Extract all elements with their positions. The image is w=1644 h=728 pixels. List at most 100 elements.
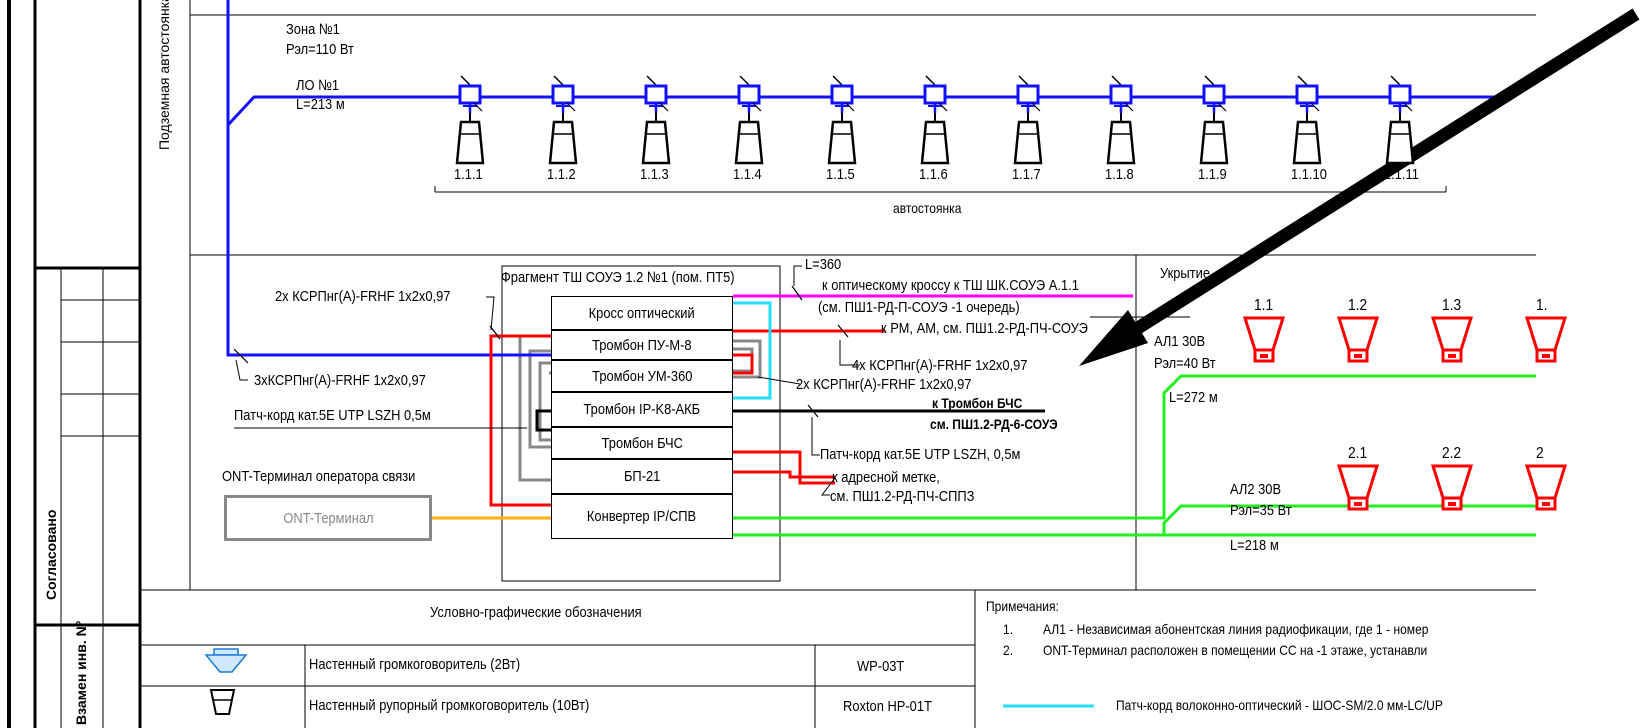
label-cable-4x: 4х КСРПнг(А)-FRHF 1х2х0,97 bbox=[852, 357, 1028, 374]
al2-speaker bbox=[1430, 464, 1474, 511]
zone-speaker bbox=[1385, 75, 1415, 165]
al1-speaker-label: 1. bbox=[1536, 297, 1548, 314]
al2-length: L=218 м bbox=[1230, 537, 1279, 554]
area-label: автостоянка bbox=[893, 200, 962, 216]
zone-speaker-label: 1.1.10 bbox=[1291, 166, 1327, 183]
cyan-line bbox=[733, 301, 772, 400]
label-ont-title: ONT-Терминал оператора связи bbox=[222, 468, 416, 485]
legend-title: Условно-графические обозначения bbox=[430, 604, 642, 621]
al2-speaker-label: 2 bbox=[1536, 445, 1544, 462]
cabinet-module-label: Тромбон IP-K8-АКБ bbox=[583, 401, 701, 418]
al2-power: Рэл=35 Вт bbox=[1230, 502, 1292, 519]
zone-speaker-label: 1.1.4 bbox=[733, 166, 762, 183]
blue-line bbox=[226, 0, 1510, 357]
black-patch bbox=[535, 409, 1045, 432]
zone-speaker-label: 1.1.11 bbox=[1384, 166, 1419, 183]
legend-wall-speaker-icon bbox=[204, 648, 248, 673]
note-2-num: 2. bbox=[1003, 642, 1014, 658]
label-l360: L=360 bbox=[805, 256, 842, 273]
zone-speaker bbox=[734, 75, 764, 165]
inv-label: Взамен инв. N° bbox=[73, 620, 89, 725]
cabinet-module: Тромбон ПУ-М-8 bbox=[551, 330, 733, 360]
zone-speaker-label: 1.1.6 bbox=[919, 166, 948, 183]
zone-speaker bbox=[1013, 75, 1043, 165]
cabinet-module-label: Кросс оптический bbox=[588, 304, 696, 322]
al1-power: Рэл=40 Вт bbox=[1154, 355, 1216, 372]
al1-speaker bbox=[1336, 316, 1380, 363]
zone-speaker-label: 1.1.9 bbox=[1198, 166, 1227, 183]
cabinet-title: Фрагмент ТШ СОУЭ 1.2 №1 (пом. ПТ5) bbox=[501, 269, 735, 286]
fiber-patch-note: Патч-корд волоконно-оптический - ШОС-SM/… bbox=[1116, 697, 1443, 713]
al2-speaker-label: 2.2 bbox=[1442, 445, 1462, 462]
soglasovano-label: Согласовано bbox=[43, 509, 59, 600]
note-1-num: 1. bbox=[1003, 621, 1014, 637]
cabinet-module: Кросс оптический bbox=[551, 296, 733, 330]
zone-speaker-label: 1.1.2 bbox=[547, 166, 576, 183]
legend-row-1-desc: Настенный громкоговоритель (2Вт) bbox=[309, 656, 521, 673]
zone-speaker bbox=[548, 75, 578, 165]
al2-name: АЛ2 30В bbox=[1230, 481, 1282, 498]
cabinet-module-label: БП-21 bbox=[623, 468, 661, 485]
zone-speaker-label: 1.1.5 bbox=[826, 166, 855, 183]
zone-speaker bbox=[920, 75, 950, 165]
al1-name: АЛ1 30В bbox=[1154, 333, 1206, 350]
vertical-title: Подземная автостоянка bbox=[156, 0, 172, 150]
al2-speakers bbox=[1336, 464, 1568, 511]
notes-title: Примечания: bbox=[986, 598, 1059, 614]
frame-lines bbox=[7, 0, 1536, 728]
al1-speaker bbox=[1430, 316, 1474, 363]
al1-speaker-label: 1.1 bbox=[1254, 297, 1274, 314]
legend-row-2-desc: Настенный рупорный громкоговоритель (10В… bbox=[309, 697, 590, 714]
zone-speaker-label: 1.1.7 bbox=[1012, 166, 1041, 183]
zone-speaker-label: 1.1.8 bbox=[1105, 166, 1134, 183]
al1-speakers bbox=[1242, 316, 1568, 363]
zone-speaker bbox=[827, 75, 857, 165]
cabinet-module: Тромбон УМ-360 bbox=[551, 360, 733, 392]
label-to-cross-2: (см. ПШ1-РД-П-СОУЭ -1 очередь) bbox=[818, 299, 1020, 316]
red-lines bbox=[489, 329, 885, 507]
zone-speakers bbox=[455, 75, 1415, 165]
al2-speaker-label: 2.1 bbox=[1348, 445, 1368, 462]
line-name: ЛО №1 bbox=[296, 77, 340, 94]
zone-speaker bbox=[455, 75, 485, 165]
al1-speaker-label: 1.3 bbox=[1442, 297, 1462, 314]
ont-terminal-label: ONT-Терминал bbox=[282, 509, 374, 527]
cabinet-outline bbox=[501, 265, 781, 582]
label-addr-1: к адресной метке, bbox=[832, 469, 940, 486]
note-2-text: ONT-Терминал расположен в помещении СС н… bbox=[1043, 642, 1428, 658]
cabinet-module: Тромбон IP-K8-АКБ bbox=[551, 392, 733, 427]
zone-power: Рэл=110 Вт bbox=[286, 41, 354, 58]
leader-lines bbox=[234, 265, 1190, 496]
zone-speaker bbox=[1292, 75, 1322, 165]
al2-speaker bbox=[1336, 464, 1380, 511]
label-patch-left: Патч-корд кат.5Е UTP LSZH 0,5м bbox=[234, 407, 431, 424]
label-addr-2: см. ПШ1.2-РД-ПЧ-СППЗ bbox=[830, 488, 975, 505]
al1-speaker-label: 1.2 bbox=[1348, 297, 1368, 314]
label-to-cross-1: к оптическому кроссу к ТШ ШК.СОУЭ А.1.1 bbox=[822, 277, 1079, 294]
label-patch-right: Патч-корд кат.5Е UTP LSZH, 0,5м bbox=[820, 446, 1021, 463]
zone-speaker bbox=[1199, 75, 1229, 165]
zone-speaker-label: 1.1.3 bbox=[640, 166, 669, 183]
al1-speaker bbox=[1242, 316, 1286, 363]
label-bchs-2: см. ПШ1.2-РД-6-СОУЭ bbox=[930, 416, 1058, 432]
legend-row-2-model: Roxton HP-01T bbox=[843, 698, 932, 715]
label-to-rm: к РМ, АМ, см. ПШ1.2-РД-ПЧ-СОУЭ bbox=[881, 320, 1088, 337]
annotation-arrow bbox=[1079, 8, 1640, 366]
cabinet-module-label: Тромбон ПУ-М-8 bbox=[592, 336, 692, 354]
label-cable-3x: 3хКСРПнг(А)-FRHF 1х2х0,97 bbox=[254, 372, 426, 389]
zone-speaker bbox=[641, 75, 671, 165]
note-1-text: АЛ1 - Независимая абонентская линия ради… bbox=[1043, 621, 1429, 637]
cabinet-module-label: Тромбон БЧС bbox=[601, 434, 683, 452]
cabinet-module: Конвертер IP/СПВ bbox=[551, 494, 733, 539]
al1-speaker bbox=[1524, 316, 1568, 363]
zone-name: Зона №1 bbox=[286, 21, 340, 38]
legend-horn-speaker-icon bbox=[209, 689, 236, 715]
cabinet-module-label: Конвертер IP/СПВ bbox=[587, 508, 697, 525]
cabinet-module-label: Тромбон УМ-360 bbox=[591, 367, 693, 385]
label-cable-2x-mid: 2х КСРПнг(А)-FRHF 1х2х0,97 bbox=[796, 376, 972, 393]
cabinet-module: БП-21 bbox=[551, 459, 733, 494]
label-bchs-1: к Тромбон БЧС bbox=[932, 395, 1023, 411]
al2-speaker bbox=[1524, 464, 1568, 511]
zone-speaker-label: 1.1.1 bbox=[454, 166, 483, 183]
